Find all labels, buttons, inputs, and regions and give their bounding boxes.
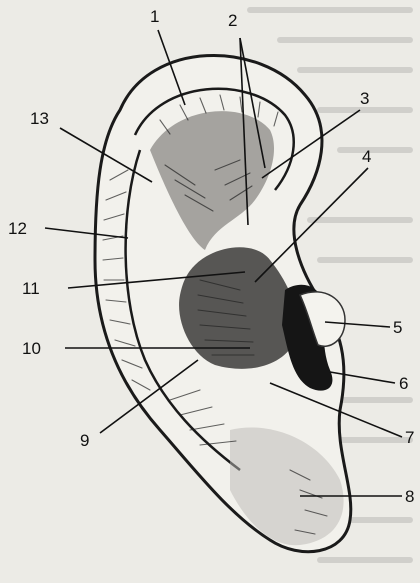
label-6: 6 [399, 374, 408, 393]
label-1: 1 [150, 7, 159, 26]
label-7: 7 [405, 428, 414, 447]
label-11: 11 [22, 279, 40, 298]
label-4: 4 [362, 147, 371, 166]
label-2: 2 [228, 11, 237, 30]
label-10: 10 [22, 339, 41, 358]
label-5: 5 [393, 318, 402, 337]
label-3: 3 [360, 89, 369, 108]
label-13: 13 [30, 109, 49, 128]
label-9: 9 [80, 431, 89, 450]
label-12: 12 [8, 219, 27, 238]
label-8: 8 [405, 487, 414, 506]
